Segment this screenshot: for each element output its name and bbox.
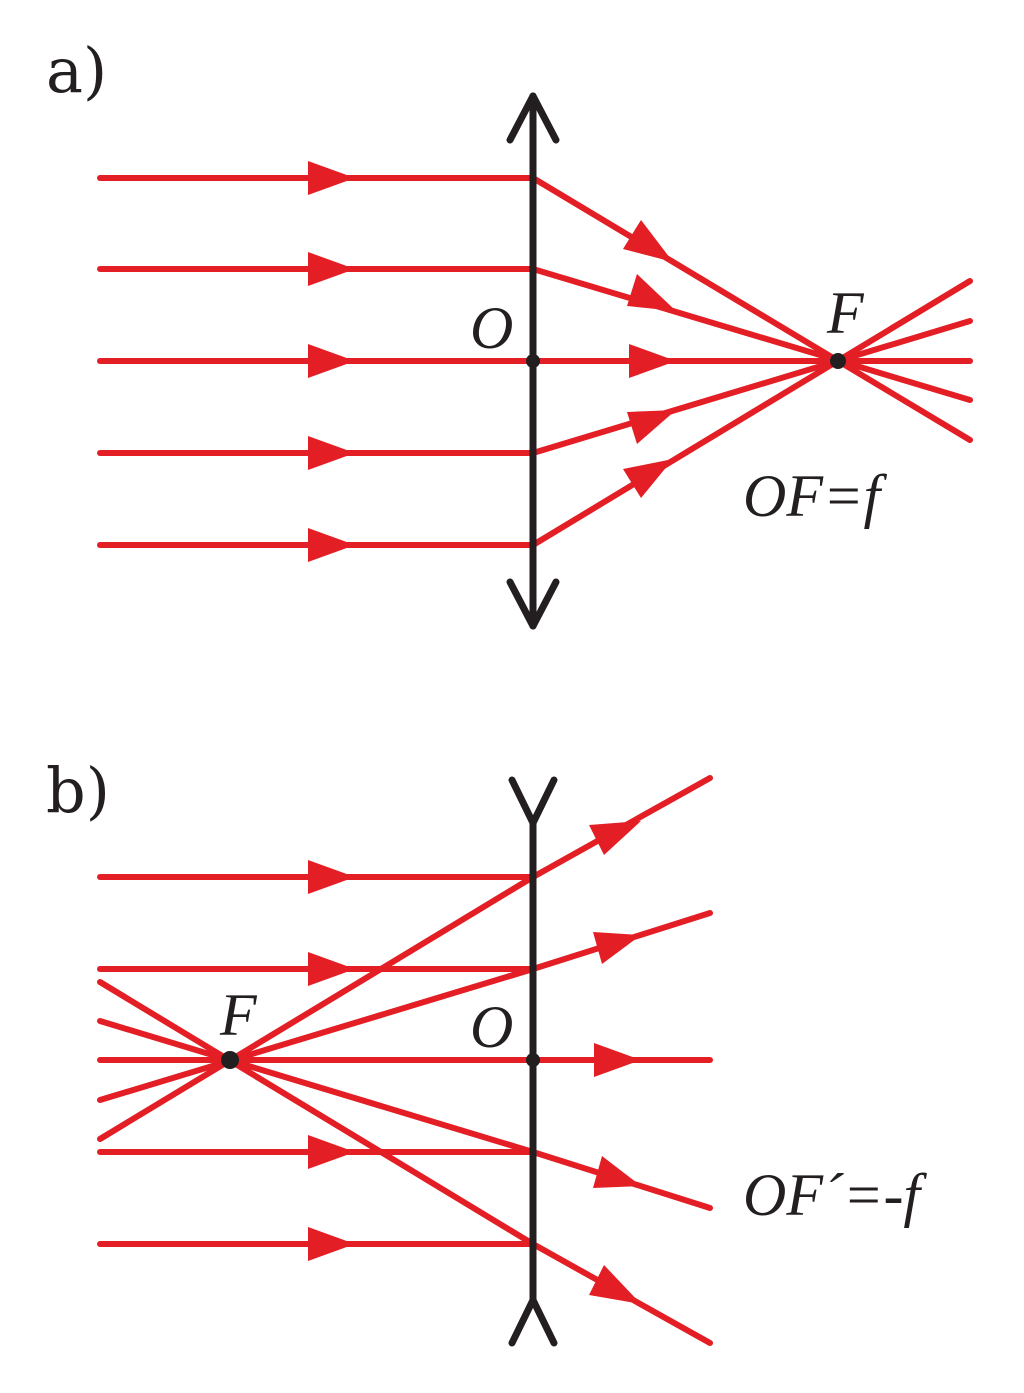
panel-a-label: a) xyxy=(46,34,107,107)
ray-a-refracted-2 xyxy=(530,266,973,403)
ray-b-arrow-in-5 xyxy=(308,1227,355,1261)
ray-b-virtual-1 xyxy=(97,979,536,1247)
converging-lens-top-arrow-icon xyxy=(506,92,560,144)
panel-b-focus-label: F xyxy=(219,982,258,1048)
ray-b-arrow-in-2 xyxy=(308,952,355,986)
ray-a-arrow-in-1 xyxy=(308,161,355,195)
ray-b-arrow-out-4 xyxy=(593,1156,641,1188)
ray-a-refracted-4 xyxy=(530,318,973,456)
panel-b-label: b) xyxy=(46,754,110,827)
ray-a-refracted-5 xyxy=(530,278,973,548)
diverging-lens-top-fork-icon xyxy=(508,776,558,827)
panel-a-focus-point xyxy=(830,353,846,369)
ray-b-virtual-4 xyxy=(97,966,536,1103)
ray-b-arrow-in-4 xyxy=(308,1135,355,1169)
ray-b-arrow-out-5 xyxy=(589,1265,641,1304)
ray-a-refracted-1 xyxy=(530,175,973,443)
ray-b-arrow-in-1 xyxy=(308,860,355,894)
ray-a-arrow-in-2 xyxy=(308,252,355,286)
panel-b-center-label: O xyxy=(470,994,513,1060)
panel-b: b) xyxy=(46,754,927,1347)
converging-lens-bottom-arrow-icon xyxy=(506,578,560,630)
panel-b-virtual-rays xyxy=(97,874,536,1247)
panel-b-incident-rays xyxy=(97,860,536,1261)
ray-b-arrow-out-2 xyxy=(593,932,641,964)
diverging-lens-bottom-fork-icon xyxy=(508,1296,558,1347)
ray-a-arrow-out-5 xyxy=(623,459,673,498)
panel-a: a) xyxy=(46,34,973,630)
ray-a-arrow-in-5 xyxy=(308,528,355,562)
ray-a-arrow-in-4 xyxy=(308,436,355,470)
ray-a-arrow-out-1 xyxy=(623,220,673,262)
ray-b-arrow-out-3 xyxy=(594,1043,641,1077)
panel-b-refracted-rays xyxy=(530,775,713,1346)
ray-a-arrow-in-3 xyxy=(308,344,355,378)
panel-a-focus-label: F xyxy=(826,280,865,346)
ray-b-virtual-5 xyxy=(97,874,536,1142)
panel-a-incident-rays xyxy=(97,161,536,562)
ray-a-arrow-out-3 xyxy=(629,344,676,378)
panel-a-center-point xyxy=(526,354,540,368)
ray-b-virtual-2 xyxy=(97,1018,536,1155)
panel-b-focus-point xyxy=(221,1051,239,1069)
ray-a-arrow-out-4 xyxy=(627,410,676,444)
panel-b-relation: OF´=-f xyxy=(743,1162,927,1228)
ray-b-arrow-out-1 xyxy=(589,821,641,855)
ray-a-arrow-out-2 xyxy=(627,274,676,311)
panel-a-refracted-rays xyxy=(530,175,973,548)
panel-a-center-label: O xyxy=(470,295,513,361)
panel-b-center-point xyxy=(526,1053,540,1067)
panel-a-relation: OF=f xyxy=(743,463,887,529)
